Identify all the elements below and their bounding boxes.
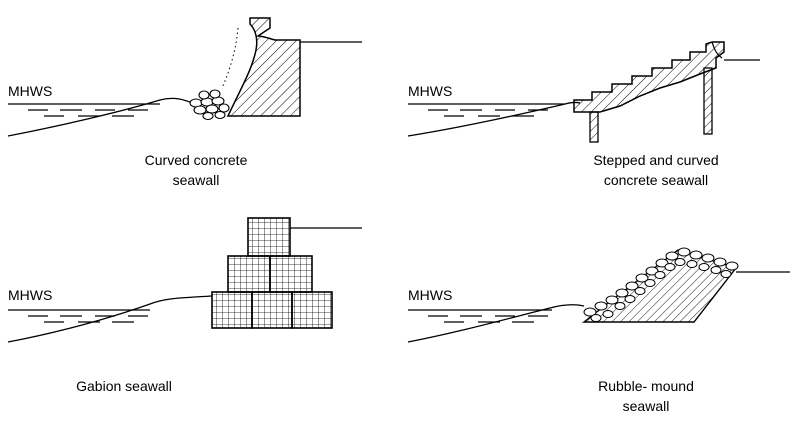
gabion-baskets — [211, 217, 333, 329]
beach-profile — [407, 304, 585, 343]
gabion-basket — [227, 255, 271, 293]
gabion-basket — [211, 291, 253, 329]
gabion-basket — [269, 255, 313, 293]
water-surface — [8, 103, 160, 117]
toe-rock-armour — [189, 89, 230, 121]
front-pile — [589, 111, 599, 143]
beach-profile — [7, 97, 196, 137]
curved-wall-section — [226, 17, 301, 117]
tide-label: MHWS — [8, 83, 52, 99]
water-surface — [408, 103, 565, 117]
gabion-basket — [251, 291, 293, 329]
stepped-wall-section — [573, 41, 725, 113]
gabion-basket — [247, 217, 291, 257]
caption-line-2: concrete seawall — [604, 172, 708, 188]
panel-gabion-seawall: MHWS Gabion seawall — [7, 217, 362, 394]
beach-profile — [407, 101, 581, 137]
rubble-armour-layer — [583, 247, 739, 322]
curved-crest — [711, 41, 723, 59]
caption-line-1: Rubble- mound — [598, 378, 694, 394]
water-surface — [8, 309, 150, 323]
panel-rubble-mound-seawall: MHWS Rubble- mound seawall — [407, 247, 790, 414]
panel-curved-concrete-seawall: MHWS Curved concrete seawall — [7, 17, 362, 188]
panel-stepped-curved-seawall: MHWS Stepped and curved concrete seawall — [407, 41, 760, 188]
beach-profile — [7, 295, 213, 343]
caption-line-1: Gabion seawall — [76, 378, 172, 394]
tide-label: MHWS — [408, 83, 452, 99]
gabion-basket — [291, 291, 333, 329]
caption-line-2: seawall — [173, 172, 220, 188]
caption-line-1: Stepped and curved — [593, 152, 718, 168]
water-surface — [408, 309, 552, 323]
caption-line-1: Curved concrete — [145, 152, 248, 168]
wave-splash-curve — [221, 27, 239, 89]
tide-label: MHWS — [408, 287, 452, 303]
caption-line-2: seawall — [623, 398, 670, 414]
rear-pile — [703, 67, 713, 135]
tide-label: MHWS — [8, 287, 52, 303]
